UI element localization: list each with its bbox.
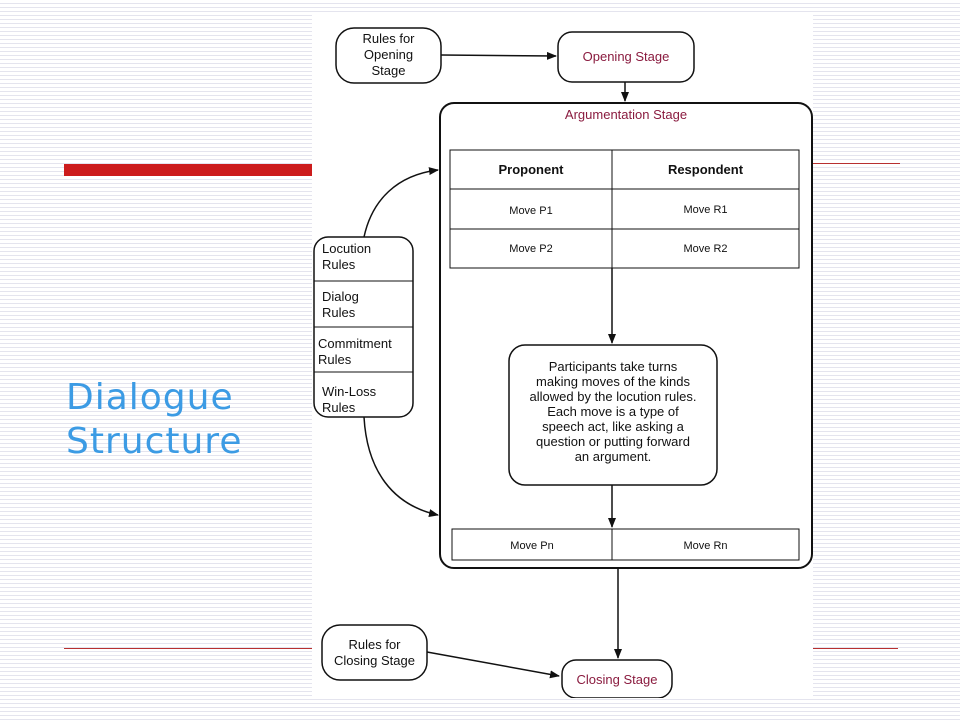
table-header-proponent: Proponent	[498, 162, 564, 177]
label-line: Rules	[318, 352, 352, 367]
text-line: Participants take turns	[548, 359, 678, 374]
participants-description: Participants take turns making moves of …	[511, 359, 715, 464]
label-line: Rules	[322, 400, 356, 415]
text-line: Each move is a type of	[547, 404, 679, 419]
text-line: making moves of the kinds	[536, 374, 690, 389]
argumentation-stage-label: Argumentation Stage	[564, 107, 688, 122]
opening-stage-box	[557, 31, 695, 83]
arrow-rules-to-opening	[440, 51, 557, 60]
label-line: Rules for	[362, 31, 415, 46]
top-rule-line	[812, 163, 900, 164]
label-line: Commitment	[318, 336, 392, 351]
label-line: Win-Loss	[322, 384, 377, 399]
label-line: Rules for	[348, 637, 401, 652]
label-line: Rules	[322, 305, 356, 320]
table-cell: Move R2	[683, 243, 728, 255]
label-line: Stage	[371, 63, 406, 78]
text-line: speech act, like asking a	[542, 419, 684, 434]
diagram-shapes	[313, 27, 813, 698]
arrow-rules-to-closing	[426, 651, 560, 679]
slide-title-line: Structure	[66, 421, 243, 462]
arrow-rules-to-argumentation-bottom	[363, 416, 439, 517]
opening-stage-label: Opening Stage	[582, 49, 670, 64]
rules-closing-label: Rules for Closing Stage	[322, 637, 427, 669]
label-line: Closing Stage	[334, 653, 415, 668]
label-line: Opening	[363, 47, 414, 62]
label-line: Rules	[322, 257, 356, 272]
final-moves-table	[451, 528, 800, 561]
rules-stack-item-win-loss: Win-Loss Rules	[322, 384, 412, 416]
participants-box	[508, 344, 718, 486]
arrow-rules-to-argumentation-top	[363, 167, 439, 238]
table-header-respondent: Respondent	[667, 162, 744, 177]
dialogue-structure-diagram: Rules for Opening Stage Opening Stage Ar…	[312, 15, 813, 698]
rules-stack-item-commitment: Commitment Rules	[318, 336, 412, 368]
slide-title: Dialogue Structure	[66, 376, 306, 464]
rules-stack-item-dialog: Dialog Rules	[322, 289, 412, 321]
text-line: an argument.	[574, 449, 652, 464]
label-line: Locution	[322, 241, 372, 256]
rules-opening-label: Rules for Opening Stage	[336, 31, 441, 79]
closing-stage-label: Closing Stage	[576, 672, 658, 687]
moves-table	[449, 149, 800, 269]
table-cell: Move P1	[509, 205, 553, 217]
table-cell: Move R1	[683, 204, 728, 216]
text-line: allowed by the locution rules.	[529, 389, 697, 404]
argumentation-stage-box	[439, 102, 813, 569]
slide-title-line: Dialogue	[66, 377, 234, 418]
title-accent-bar	[64, 164, 316, 176]
bottom-rule-line-right	[813, 648, 898, 649]
final-move-respondent: Move Rn	[683, 540, 728, 552]
label-line: Dialog	[322, 289, 359, 304]
rules-stack-item-locution: Locution Rules	[322, 241, 412, 273]
final-move-proponent: Move Pn	[510, 540, 554, 552]
bottom-rule-line-left	[64, 648, 312, 649]
text-line: question or putting forward	[536, 434, 690, 449]
table-cell: Move P2	[509, 243, 553, 255]
closing-stage-box	[561, 659, 673, 698]
